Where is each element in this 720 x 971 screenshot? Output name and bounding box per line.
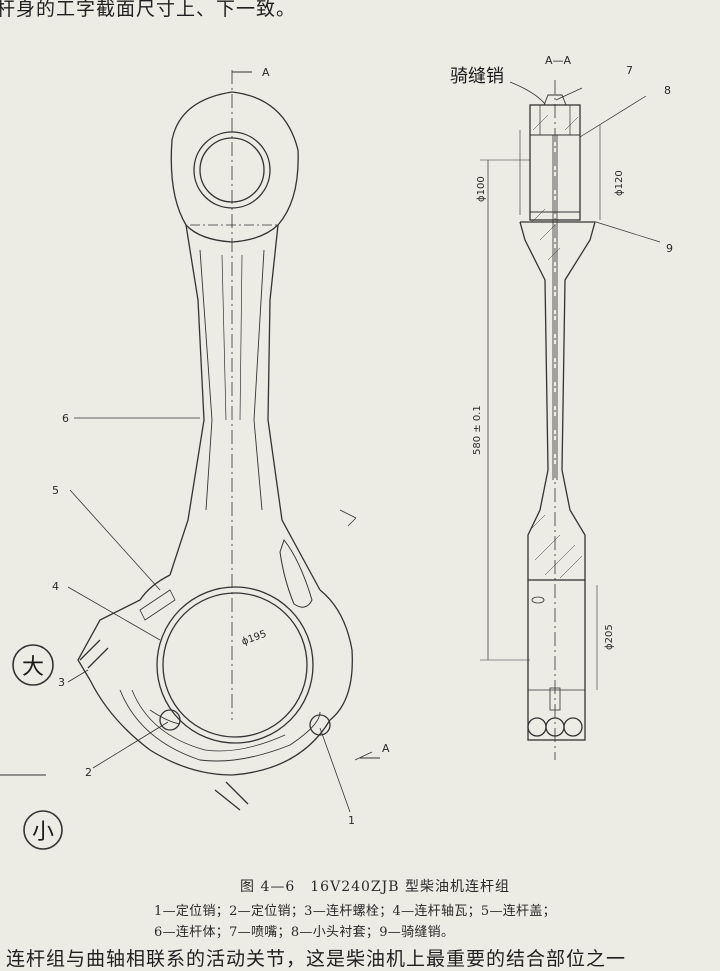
dowel-1 [309, 714, 331, 736]
dim-small-end-bore: ϕ100 [476, 176, 487, 202]
dowel-2 [159, 709, 181, 731]
top-text-line: 杆身的工字截面尺寸上、下一致。 [0, 0, 297, 20]
dim-small-end-outer: ϕ120 [614, 170, 625, 196]
part-label-1: 1 [348, 814, 355, 827]
dim-big-end-outer: ϕ205 [604, 624, 615, 650]
dim-big-end-bore: ϕ195 [240, 629, 268, 648]
big-end-bore-outer [156, 586, 314, 744]
part-label-8: 8 [664, 84, 671, 97]
part-label-3: 3 [58, 676, 65, 689]
part-label-6: 6 [62, 412, 69, 425]
handwritten-mark-big: 大 [22, 655, 44, 680]
bottom-text-line: 连杆组与曲轴相联系的活动关节，这是柴油机上最重要的结合部位之一 [6, 948, 627, 970]
cap-outline [89, 679, 331, 776]
small-end-bushing-outer [193, 131, 271, 209]
section-left-profile [519, 221, 549, 580]
bolt-upper [79, 639, 109, 669]
dim-center-distance: 580 ± 0.1 [472, 405, 483, 455]
part-label-9: 9 [666, 242, 673, 255]
section-right-profile [520, 221, 596, 580]
section-mark-bottom: A [382, 742, 390, 755]
figure-caption: 图 4—6 16V240ZJB 型柴油机连杆组 [240, 879, 510, 895]
section-mark-top: A [262, 66, 270, 79]
part-label-5: 5 [52, 484, 59, 497]
nozzle-7 [543, 94, 567, 106]
handwritten-label: 骑缝销 [450, 66, 504, 87]
handwritten-mark-small: 小 [32, 820, 54, 845]
big-end-right [319, 589, 353, 721]
shank-right-edge [267, 224, 321, 591]
part-label-7: 7 [626, 64, 633, 77]
figure-legend-line-1: 1—定位销；2—定位销；3—连杆螺栓；4—连杆轴瓦；5—连杆盖； [154, 904, 556, 919]
bolt-lower [214, 781, 249, 811]
section-title: A—A [545, 54, 572, 67]
big-end-left [77, 574, 171, 681]
small-end-outline [170, 91, 299, 243]
shank-left-edge [169, 224, 205, 576]
figure-legend-line-2: 6—连杆体；7—喷嘴；8—小头衬套；9—骑缝销。 [154, 925, 455, 940]
small-end-bore [199, 137, 265, 203]
big-end-bore [162, 592, 308, 738]
part-label-4: 4 [52, 580, 59, 593]
part-label-2: 2 [85, 766, 92, 779]
